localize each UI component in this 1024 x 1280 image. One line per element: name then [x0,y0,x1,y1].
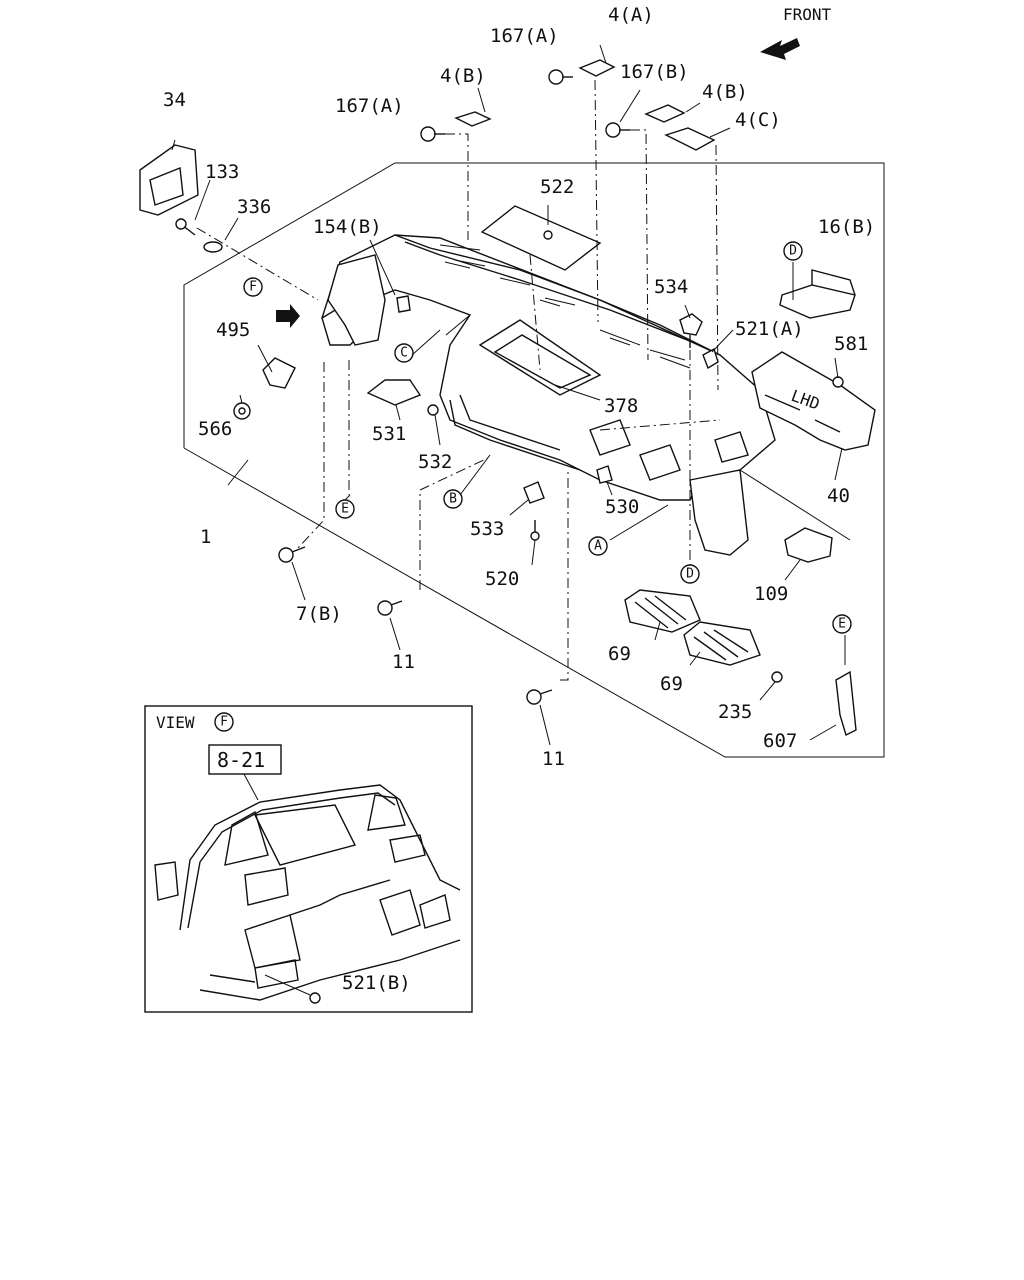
screw-520 [530,520,540,541]
callout-520: 520 [485,568,519,590]
view-letter: F [220,715,228,730]
ref-letter-a: A [588,536,608,556]
callout-4c: 4(C) [735,109,781,131]
callout-labels: 34 133 336 154(B) 495 566 531 532 1 7(B)… [163,4,875,770]
clip-530 [596,465,613,484]
callout-11-upper: 11 [392,651,415,673]
bolt-11-lower [526,689,553,705]
callout-40: 40 [827,485,850,507]
callout-566: 566 [198,418,232,440]
callout-532: 532 [418,451,452,473]
grill-4b-1 [454,111,492,127]
ref-letter-f-main: F [243,277,263,297]
svg-text:F: F [249,280,257,295]
callout-154b: 154(B) [313,216,382,238]
bracket-495 [262,357,296,389]
trim-531 [366,379,422,406]
front-arrow-icon [760,38,800,60]
bolt-167a-2 [548,69,573,85]
plug-521b [309,992,321,1004]
clip-534 [679,313,703,348]
part-34-cover [139,144,199,216]
screw-532 [427,404,439,416]
vent-109 [784,527,833,563]
callout-69-2: 69 [660,673,683,695]
callout-4a: 4(A) [608,4,654,26]
bolt-167b [605,122,630,138]
plug-521a [702,347,719,370]
callout-1: 1 [200,526,211,548]
cover-522 [480,205,602,271]
bracket-16b [779,284,856,319]
view-f-inset: VIEW F 8-21 521(B) [144,705,473,1013]
ref-letter-d-lower: D [680,564,700,584]
screw-235 [771,671,783,683]
dashboard-panel [321,234,776,556]
callout-235: 235 [718,701,752,723]
front-label: FRONT [783,5,832,24]
grill-4a [578,59,616,77]
callout-11-lower: 11 [542,748,565,770]
ref-letter-e-right: E [832,614,852,634]
callout-607: 607 [763,730,797,752]
svg-text:E: E [838,617,846,632]
callout-495: 495 [216,319,250,341]
callout-167b: 167(B) [620,61,689,83]
view-title: VIEW [156,713,195,732]
clip-154b [396,295,411,313]
callout-378: 378 [604,395,638,417]
left-side-duct [327,254,386,346]
callout-522: 522 [540,176,574,198]
callout-7b: 7(B) [296,603,342,625]
callout-521a: 521(A) [735,318,804,340]
callout-531: 531 [372,423,406,445]
svg-text:D: D [789,244,797,259]
svg-text:C: C [400,346,408,361]
vent-69-2 [683,621,761,666]
duct-40: LHD [751,351,876,451]
svg-text:D: D [686,567,694,582]
front-indicator: FRONT [760,5,832,60]
ref-letter-c: C [394,343,414,363]
callout-109: 109 [754,583,788,605]
screw-133 [175,218,196,236]
screw-581 [832,376,844,388]
assembly-outline [183,162,885,758]
callout-69-1: 69 [608,643,631,665]
bolt-11-upper [377,600,403,616]
callout-4b-2: 4(B) [702,81,748,103]
bracket-533 [523,481,545,504]
bolt-167a-1 [420,126,445,142]
callout-167a-1: 167(A) [335,95,404,117]
callout-530: 530 [605,496,639,518]
bolt-7b [278,546,306,563]
ref-letter-b: B [443,489,463,509]
callout-533: 533 [470,518,504,540]
bracket-607 [835,670,857,736]
svg-text:E: E [341,502,349,517]
nut-566 [233,402,251,420]
grill-4b-2 [644,104,686,123]
svg-text:B: B [449,492,457,507]
leader-lines [171,44,851,746]
ref-letter-e-main: E [335,499,355,519]
callout-34: 34 [163,89,186,111]
view-arrow-icon [276,304,300,328]
callout-581: 581 [834,333,868,355]
washer-336 [203,241,223,253]
grill-4c [664,127,716,151]
callout-133: 133 [205,161,239,183]
callout-16b: 16(B) [818,216,875,238]
vent-69-1 [624,589,701,633]
callout-336: 336 [237,196,271,218]
svg-text:A: A [594,539,602,554]
ref-box-8-21: 8-21 [217,748,265,772]
callout-167a-2: 167(A) [490,25,559,47]
callout-534: 534 [654,276,688,298]
callout-521b: 521(B) [342,972,411,994]
callout-4b-1: 4(B) [440,65,486,87]
ref-letter-d-upper: D [783,241,803,261]
